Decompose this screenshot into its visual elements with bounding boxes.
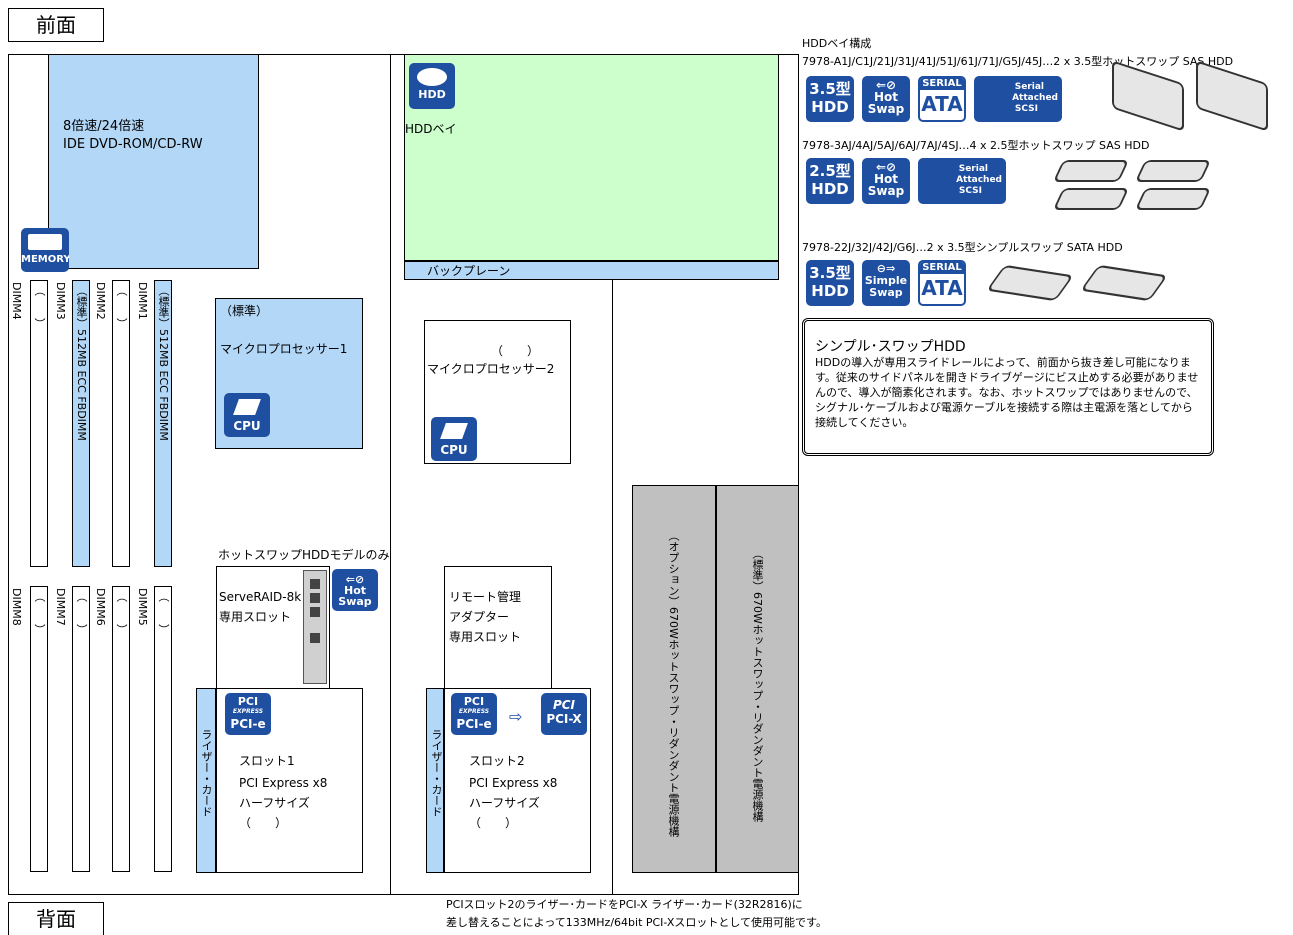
optical-line1: 8倍速/24倍速 <box>63 119 145 134</box>
pci-express-icon: PCI EXPRESS PCI-e <box>225 693 271 735</box>
pci-x-icon: PCI PCI-X <box>541 693 587 735</box>
hdd-bay-label: HDDベイ <box>405 122 457 136</box>
hdd-bay: HDD HDDベイ <box>404 54 779 261</box>
cpu1: （標準） マイクロプロセッサー1 CPU <box>215 298 363 449</box>
riser-card-1: ライザー・カード <box>196 688 216 873</box>
divider-line <box>612 280 613 895</box>
riser-card-2: ライザー・カード <box>426 688 444 873</box>
pci-slot-1: PCI EXPRESS PCI-e スロット1 PCI Express x8 ハ… <box>216 688 363 873</box>
footnote: PCIスロット2のライザー･カードをPCI-X ライザー･カード(32R2816… <box>446 896 827 932</box>
dimm6-slot: （ ） <box>112 586 130 872</box>
riser-label: ライザー・カード <box>430 729 443 817</box>
cpu1-label: マイクロプロセッサー1 <box>220 342 348 356</box>
simple-swap-note-body: HDDの導入が専用スライドレールによって、前面から抜き差し可能になります。従来の… <box>815 356 1199 429</box>
backplane-label: バックプレーン <box>427 264 511 278</box>
cpu2: （ ） マイクロプロセッサー2 CPU <box>424 320 571 464</box>
psu-optional: （オプション）670Wホットスワップ・リダンダント電源機構 <box>632 485 716 873</box>
cpu2-label: マイクロプロセッサー2 <box>427 362 555 376</box>
hdd-icon: HDD <box>409 63 455 109</box>
dimm1-slot: （標準）512MB ECC FBDIMM <box>154 280 172 567</box>
optical-drive: 8倍速/24倍速 IDE DVD-ROM/CD-RW <box>48 54 259 269</box>
hdd-drive-image <box>1080 264 1168 302</box>
slot2-line2: PCI Express x8 <box>469 776 558 790</box>
remote-line1: リモート管理 <box>449 590 522 604</box>
riser-label: ライザー・カード <box>200 729 213 817</box>
hdd-config-1: 7978-A1J/C1J/21J/31J/41J/51J/61J/71J/G5J… <box>802 55 1234 68</box>
divider-line <box>390 54 391 280</box>
dimm5-slot: （ ） <box>154 586 172 872</box>
dimm8-label: DIMM8 <box>10 588 23 626</box>
dimm2-label: DIMM2 <box>94 282 107 320</box>
dimm7-label: DIMM7 <box>54 588 67 626</box>
psu-standard: （標準）670Wホットスワップ・リダンダント電源機構 <box>716 485 799 873</box>
slot1-line2: PCI Express x8 <box>239 776 328 790</box>
dimm4-slot: （ ） <box>30 280 48 567</box>
dimm4-label: DIMM4 <box>10 282 23 320</box>
footnote-line1: PCIスロット2のライザー･カードをPCI-X ライザー･カード(32R2816… <box>446 898 803 911</box>
simple-swap-note: シンプル･スワップHDD HDDの導入が専用スライドレールによって、前面から抜き… <box>802 318 1214 456</box>
cpu2-optional: （ ） <box>491 344 540 358</box>
hdd-drive-image <box>1112 60 1184 132</box>
arrow-right-icon: ⇨ <box>509 707 523 726</box>
optical-line2: IDE DVD-ROM/CD-RW <box>63 137 203 152</box>
remote-line2: アダプター <box>449 610 510 624</box>
slot2-line4: （ ） <box>469 816 518 830</box>
hdd-config-title: HDDベイ構成 <box>802 37 872 50</box>
slot1-line1: スロット1 <box>239 754 295 768</box>
dimm7-slot: （ ） <box>72 586 90 872</box>
dimm2-slot: （ ） <box>112 280 130 567</box>
slot1-line4: （ ） <box>239 816 288 830</box>
remote-line3: 専用スロット <box>449 630 522 644</box>
dimm5-label: DIMM5 <box>136 588 149 626</box>
hdd-drive-image <box>1134 160 1212 182</box>
hdd-config-2: 7978-3AJ/4AJ/5AJ/6AJ/7AJ/4SJ…4 x 2.5型ホット… <box>802 139 1150 152</box>
pci-express-icon: PCI EXPRESS PCI-e <box>451 693 497 735</box>
remote-management-slot: リモート管理 アダプター 専用スロット <box>444 566 552 688</box>
slot2-line1: スロット2 <box>469 754 525 768</box>
memory-icon: MEMORY <box>21 228 69 272</box>
hdd-drive-image <box>1196 60 1268 132</box>
back-label: 背面 <box>8 902 104 935</box>
dimm8-slot: （ ） <box>30 586 48 872</box>
slot1-line3: ハーフサイズ <box>239 796 310 810</box>
chassis-outline <box>8 54 799 895</box>
hdd-drive-image <box>1134 188 1212 210</box>
serveraid-line1: ServeRAID-8k <box>219 590 302 604</box>
slot2-line3: ハーフサイズ <box>469 796 540 810</box>
hotswap-only-note: ホットスワップHDDモデルのみ <box>218 548 390 562</box>
cpu-icon: CPU <box>431 417 477 461</box>
front-label: 前面 <box>8 8 104 42</box>
pci-slot-2: PCI EXPRESS PCI-e ⇨ PCI PCI-X スロット2 PCI … <box>444 688 591 873</box>
hdd-drive-image <box>986 264 1074 302</box>
dimm1-label: DIMM1 <box>136 282 149 320</box>
psu-optional-label: （オプション）670Wホットスワップ・リダンダント電源機構 <box>667 530 680 837</box>
dimm3-slot: （標準）512MB ECC FBDIMM <box>72 280 90 567</box>
cpu-icon: CPU <box>224 393 270 437</box>
hot-swap-icon: ⇐⊘ Hot Swap <box>332 569 378 611</box>
serveraid-line2: 専用スロット <box>219 610 292 624</box>
divider-line <box>390 280 391 895</box>
hdd-config-3: 7978-22J/32J/42J/G6J…2 x 3.5型シンプルスワップ SA… <box>802 241 1123 254</box>
serveraid-card <box>303 570 327 684</box>
cpu1-standard: （標準） <box>220 304 269 318</box>
dimm3-label: DIMM3 <box>54 282 67 320</box>
psu-standard-label: （標準）670Wホットスワップ・リダンダント電源機構 <box>751 548 764 822</box>
dimm6-label: DIMM6 <box>94 588 107 626</box>
footnote-line2: 差し替えることによって133MHz/64bit PCI-Xスロットとして使用可能… <box>446 916 827 929</box>
backplane: バックプレーン <box>404 261 779 280</box>
hdd-drive-image <box>1052 160 1130 182</box>
simple-swap-note-title: シンプル･スワップHDD <box>815 339 966 355</box>
hdd-drive-image <box>1052 188 1130 210</box>
